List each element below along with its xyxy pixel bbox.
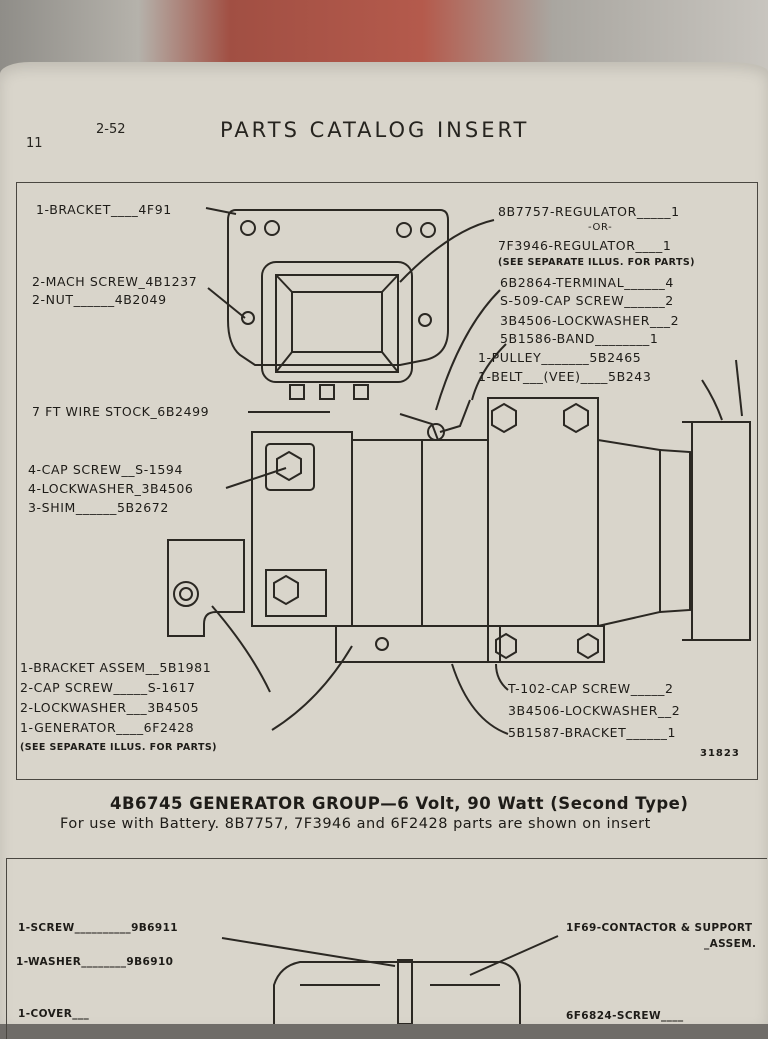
- label-terminal: 6B2864-TERMINAL______4: [500, 275, 674, 290]
- page-number: 11: [26, 136, 43, 151]
- label-or: -OR-: [588, 222, 613, 233]
- label-regulator-2: 7F3946-REGULATOR____1: [498, 238, 672, 253]
- diagram-frame: [16, 182, 758, 780]
- label-lower-cover: 1-COVER___: [18, 1008, 90, 1020]
- label-lockwasher-left: 4-LOCKWASHER_3B4506: [28, 481, 194, 496]
- label-lower-screw-right: 6F6824-SCREW____: [566, 1010, 684, 1022]
- label-cap-screw-right: S-509-CAP SCREW______2: [500, 293, 674, 308]
- caption-title: 4B6745 GENERATOR GROUP—6 Volt, 90 Watt (…: [110, 794, 689, 813]
- label-wire-stock: 7 FT WIRE STOCK_6B2499: [32, 404, 210, 419]
- label-lockwasher-right: 3B4506-LOCKWASHER___2: [500, 313, 680, 328]
- label-bracket-assem: 1-BRACKET ASSEM__5B1981: [20, 660, 212, 675]
- generator-band-left: [351, 439, 423, 627]
- label-lower-contactor-2: _ASSEM.: [704, 938, 757, 950]
- label-lockwasher-br: 3B4506-LOCKWASHER__2: [508, 703, 681, 718]
- label-t102-cap-screw: T-102-CAP SCREW_____2: [508, 681, 674, 696]
- regulator-body: [261, 261, 413, 383]
- lower-diagram-frame: [6, 858, 767, 1039]
- label-shim: 3-SHIM______5B2672: [28, 500, 169, 515]
- label-bracket: 1-BRACKET____4F91: [36, 202, 172, 217]
- label-generator-note: (SEE SEPARATE ILLUS. FOR PARTS): [20, 742, 217, 753]
- label-pulley: 1-PULLEY_______5B2465: [478, 350, 642, 365]
- page-date: 2-52: [96, 122, 126, 137]
- label-mach-screw: 2-MACH SCREW_4B1237: [32, 274, 198, 289]
- pulley: [691, 421, 751, 641]
- label-belt: 1-BELT___(VEE)____5B243: [478, 369, 652, 384]
- label-bracket-br: 5B1587-BRACKET______1: [508, 725, 677, 740]
- label-regulator-1: 8B7757-REGULATOR_____1: [498, 204, 680, 219]
- label-lower-washer: 1-WASHER________9B6910: [16, 956, 174, 968]
- caption-subtitle: For use with Battery. 8B7757, 7F3946 and…: [60, 816, 651, 832]
- label-lockwasher-bottom: 2-LOCKWASHER___3B4505: [20, 700, 200, 715]
- label-band: 5B1586-BAND________1: [500, 331, 659, 346]
- label-regulator-note: (SEE SEPARATE ILLUS. FOR PARTS): [498, 257, 695, 268]
- label-lower-contactor: 1F69-CONTACTOR & SUPPORT: [566, 922, 753, 934]
- label-nut: 2-NUT______4B2049: [32, 292, 167, 307]
- label-lower-screw: 1-SCREW__________9B6911: [18, 922, 179, 934]
- label-cap-screw-bottom: 2-CAP SCREW_____S-1617: [20, 680, 196, 695]
- bracket-plate: [227, 209, 449, 366]
- label-cap-screw-left: 4-CAP SCREW__S-1594: [28, 462, 184, 477]
- label-generator: 1-GENERATOR____6F2428: [20, 720, 195, 735]
- page-title: PARTS CATALOG INSERT: [220, 118, 530, 142]
- figure-number: 31823: [700, 748, 740, 759]
- catalog-page: [0, 62, 768, 1024]
